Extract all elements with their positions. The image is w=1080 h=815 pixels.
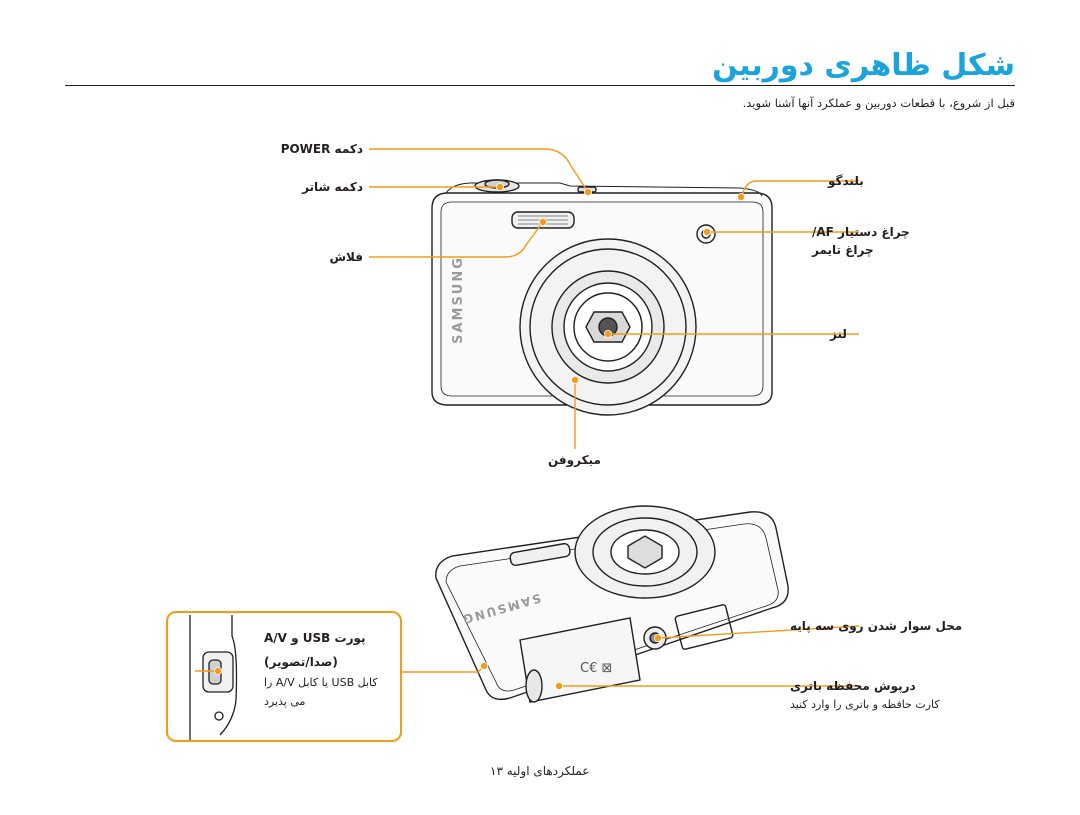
label-usb-port-sub: (صدا/تصویر) [264,655,338,669]
label-usb-port: پورت USB و A/V [264,631,366,645]
ce-mark: C€ ⊠ [580,661,612,676]
label-shutter-button: دکمه شاتر [302,180,363,194]
callout-dots [213,182,746,691]
page-footer: عملکردهای اولیه ۱۳ [490,764,590,778]
label-lens: لنز [830,327,847,341]
label-microphone: میکروفن [548,453,601,467]
label-power-button: دکمه POWER [280,142,363,156]
label-battery-door: درپوش محفظه باتری [790,679,916,693]
intro-text: قبل از شروع، با قطعات دوربین و عملکرد آن… [742,96,1015,110]
label-flash: فلاش [329,250,363,264]
page-title: شکل ظاهری دوربین [712,48,1015,83]
brand-logo-front: SAMSUNG [451,256,466,344]
camera-front [431,179,773,416]
label-battery-note: کارت حافظه و باتری را وارد کنید [790,698,940,711]
callout-lines [195,148,860,687]
label-af-lamp: چراغ دستیار AF/ [812,225,910,239]
label-tripod-mount: محل سوار شدن روی سه پایه [790,619,963,633]
label-usb-note-2: می پذیرد [264,695,306,708]
label-speaker: بلندگو [828,174,864,188]
label-timer-lamp: چراغ تایمر [812,243,874,257]
usb-inset-frame [166,611,402,742]
camera-bottom [435,505,789,703]
title-divider [65,85,1015,86]
label-usb-note: کابل USB یا کابل A/V را [264,676,378,689]
